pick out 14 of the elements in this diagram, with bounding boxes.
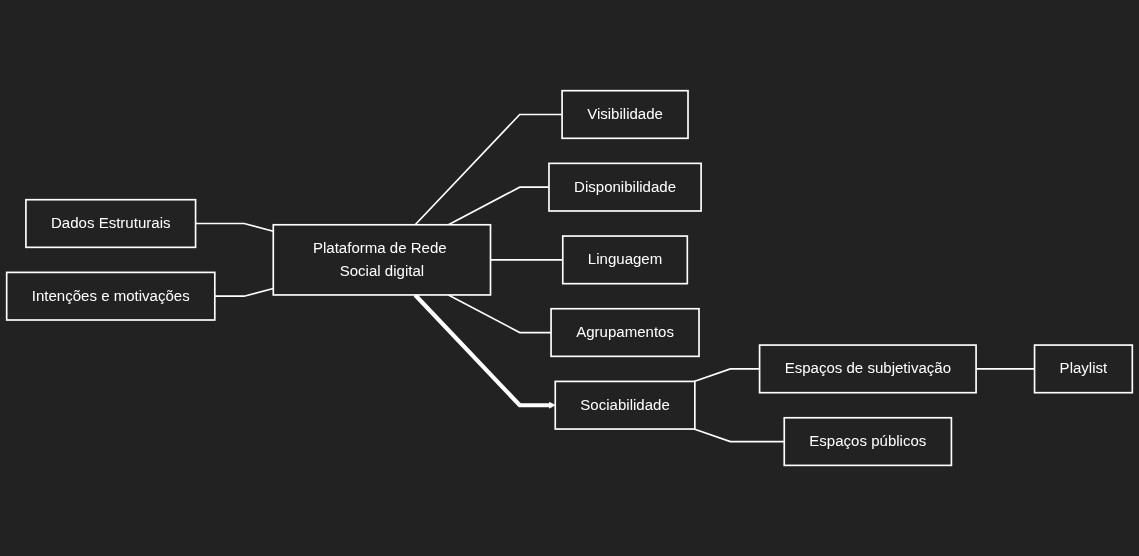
node-box: Agrupamentos [550, 307, 700, 358]
node-box: Intenções e motivações [5, 271, 216, 321]
node-box: Playlist [1033, 344, 1134, 394]
node-box: Dados Estruturais [25, 198, 197, 249]
node-box: Disponibilidade [548, 162, 702, 212]
arrow [413, 293, 556, 409]
node-box: Espaços de subjetivação [758, 344, 977, 394]
node-box: Visibilidade [561, 89, 689, 140]
node-box: Linguagem [561, 235, 689, 285]
connector [447, 294, 552, 334]
node-box: Espaços públicos [783, 416, 953, 467]
connector [414, 113, 563, 226]
node-box: Plataforma de Rede Social digital [272, 223, 492, 296]
node-box: Sociabilidade [554, 380, 696, 430]
